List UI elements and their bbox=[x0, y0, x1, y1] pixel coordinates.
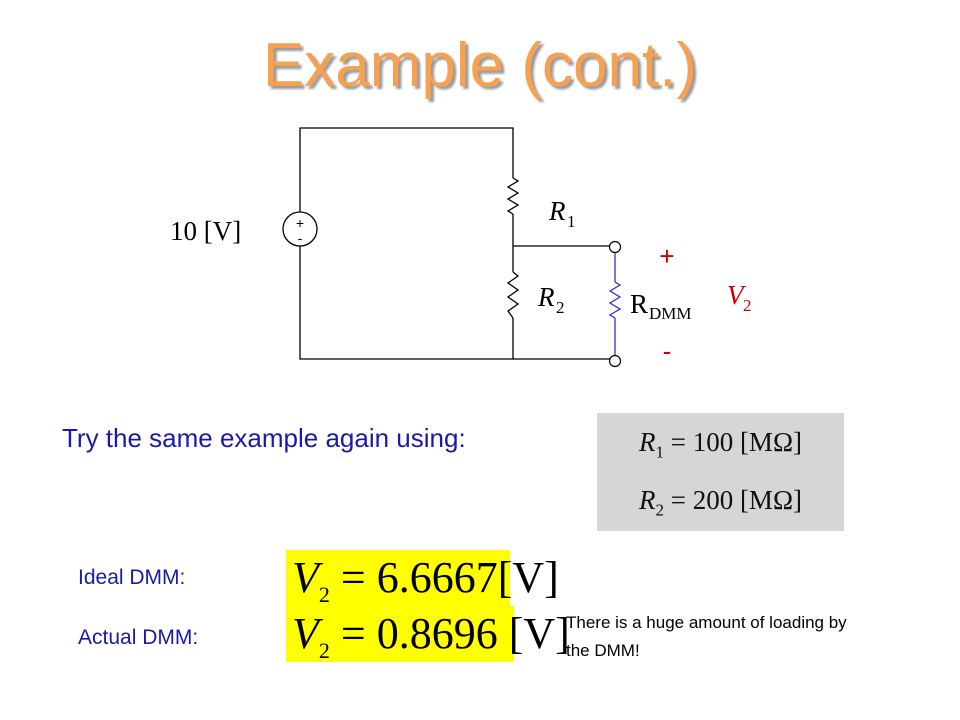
r2-value-row: R2 = 200 [MΩ] bbox=[638, 485, 803, 520]
r2-label: R 2 bbox=[537, 282, 565, 317]
r1-label: R 1 bbox=[548, 196, 576, 231]
actual-dmm-equation: V2 = 0.8696 [V] bbox=[286, 606, 570, 663]
prompt-text: Try the same example again using: bbox=[62, 423, 466, 453]
ideal-dmm-equation: V2 = 6.6667[V] bbox=[286, 550, 559, 607]
svg-text:R: R bbox=[537, 282, 555, 312]
voltage-source: + - bbox=[282, 211, 318, 247]
svg-text:V: V bbox=[727, 280, 747, 310]
r1-value-row: R1 = 100 [MΩ] bbox=[638, 427, 803, 462]
source-plus-sign: + bbox=[296, 215, 304, 231]
wire-left-bottom bbox=[299, 246, 514, 360]
dmm-branch bbox=[608, 240, 622, 368]
svg-text:1: 1 bbox=[567, 212, 576, 231]
main-wires bbox=[299, 127, 612, 360]
terminal-minus-sign: - bbox=[663, 336, 672, 366]
loading-note: There is a huge amount of loading by the… bbox=[566, 613, 847, 660]
actual-dmm-label: Actual DMM: bbox=[78, 626, 199, 649]
terminal-plus-sign: + bbox=[659, 241, 674, 271]
r1-resistor bbox=[506, 177, 520, 215]
rdmm-resistor bbox=[608, 281, 622, 319]
v2-label: V 2 bbox=[727, 280, 752, 315]
terminal-top bbox=[608, 240, 622, 254]
svg-text:R: R bbox=[548, 196, 566, 226]
svg-text:2: 2 bbox=[743, 296, 752, 315]
r2-resistor bbox=[506, 271, 520, 319]
source-minus-sign: - bbox=[298, 230, 303, 246]
source-voltage-label: 10 [V] bbox=[170, 216, 241, 246]
ideal-dmm-label: Ideal DMM: bbox=[78, 566, 186, 589]
terminal-bottom bbox=[608, 354, 622, 368]
svg-text:DMM: DMM bbox=[649, 304, 692, 323]
resistor-values-box: R1 = 100 [MΩ] R2 = 200 [MΩ] bbox=[597, 413, 844, 531]
rdmm-label: R DMM bbox=[630, 289, 692, 323]
svg-text:R: R bbox=[630, 289, 648, 319]
slide-title: Example (cont.) bbox=[262, 31, 698, 100]
wire-left-top bbox=[299, 127, 514, 212]
svg-text:2: 2 bbox=[556, 298, 565, 317]
